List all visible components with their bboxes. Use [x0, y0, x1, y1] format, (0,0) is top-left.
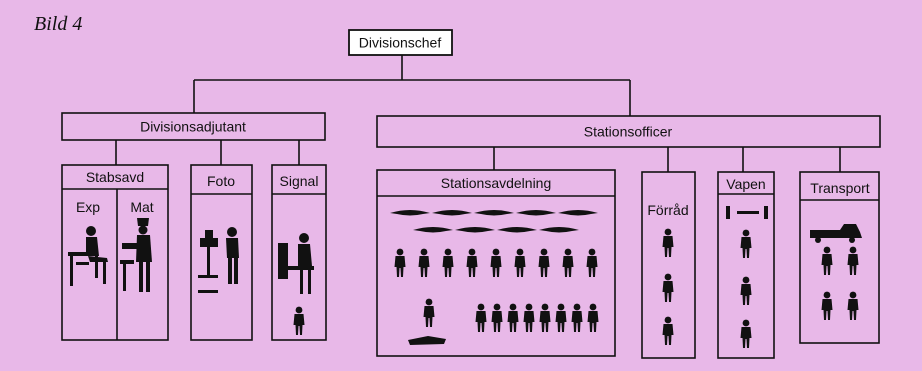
node-label-stabsavd: Stabsavd	[86, 169, 144, 185]
subsection-label-exp: Exp	[76, 199, 100, 215]
node-label-foto: Foto	[207, 173, 235, 189]
node-forrad: Förråd	[641, 171, 696, 359]
transport-vehicle-illustration	[810, 224, 862, 320]
node-stabsavd: Stabsavd Exp Mat	[61, 164, 169, 341]
node-signal: Signal	[271, 164, 327, 341]
connector-lines	[115, 55, 841, 172]
storekeeper-illustration	[662, 228, 674, 345]
node-divisionschef: Divisionschef	[348, 29, 453, 56]
personnel-group-illustration	[394, 248, 599, 345]
node-foto: Foto	[190, 164, 253, 341]
clerk-at-desk-illustration	[68, 226, 108, 286]
signal-operator-illustration	[278, 233, 314, 335]
node-stationsofficer: Stationsofficer	[376, 115, 881, 148]
node-divisionsadjutant: Divisionsadjutant	[61, 112, 326, 141]
node-label-stationsofficer: Stationsofficer	[584, 124, 673, 140]
node-vapen: Vapen	[717, 171, 775, 359]
node-label-stationsavdelning: Stationsavdelning	[441, 175, 552, 191]
subsection-label-mat: Mat	[130, 199, 153, 215]
node-stationsavdelning: Stationsavdelning	[376, 169, 616, 357]
node-label-divisionsadjutant: Divisionsadjutant	[140, 119, 246, 135]
cook-illustration	[120, 218, 152, 292]
weapons-illustration	[726, 206, 768, 348]
node-transport: Transport	[799, 171, 880, 344]
node-label-forrad: Förråd	[647, 202, 688, 218]
node-label-signal: Signal	[280, 173, 319, 189]
figure-label: Bild 4	[34, 13, 82, 35]
node-label-divisionschef: Divisionschef	[359, 35, 442, 51]
photographer-illustration	[198, 227, 239, 293]
node-label-vapen: Vapen	[726, 176, 765, 192]
node-label-transport: Transport	[810, 180, 870, 196]
